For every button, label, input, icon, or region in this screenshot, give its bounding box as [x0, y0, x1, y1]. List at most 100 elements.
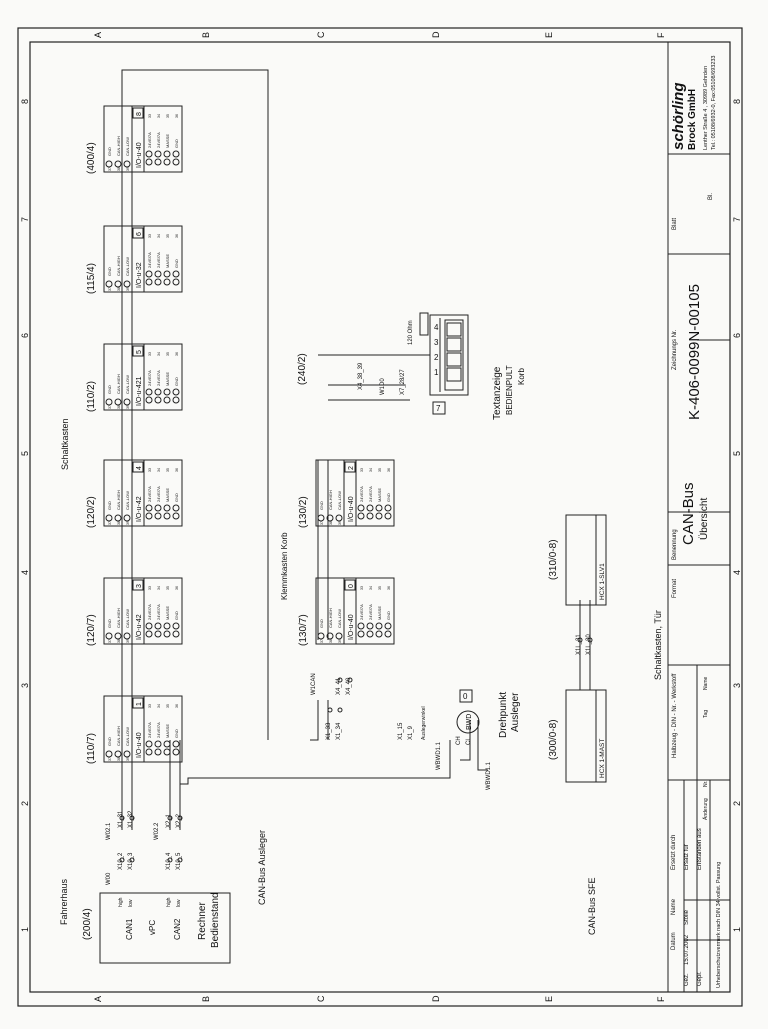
- io-module-pin-number: 38: [117, 287, 121, 291]
- wire-terminal: [327, 707, 333, 713]
- wire-x10-3: X10_3: [128, 852, 134, 870]
- io-module-pin-label: CAN-HIGH: [116, 726, 121, 746]
- pin-2: 2: [434, 353, 439, 362]
- textanzeige-label: Textanzeige: [492, 366, 503, 420]
- io-module-pin-number: 33: [148, 234, 152, 238]
- frame-row-mark: B: [201, 996, 211, 1002]
- wire-x1l-30: X1L_30: [586, 634, 592, 655]
- company-address-1: Lenther Straße 4 , 30989 Gehrden: [703, 66, 709, 150]
- wire-x1-31: X1_31: [118, 810, 124, 828]
- io-module-pin-label: CAN-LOW: [125, 137, 130, 156]
- wire-terminal: [177, 815, 183, 821]
- io-module-pin-number: 38: [117, 167, 121, 171]
- frame-col-mark: 7: [732, 217, 742, 222]
- io-module-name: I/O-u-42: [136, 496, 143, 522]
- io-module-pin-number: 38: [117, 405, 121, 409]
- io-module-pin-number: 38: [117, 757, 121, 761]
- frame-col-mark: 6: [732, 333, 742, 338]
- io-module-id: (400/4): [86, 142, 97, 174]
- io-module-pin-label: MASSE: [377, 606, 382, 620]
- io-module-pin-label: MASSE: [165, 488, 170, 502]
- io-module-pin-number: 39: [338, 521, 342, 525]
- frame-col-mark: 8: [20, 99, 30, 104]
- bwd-label: BWD: [466, 714, 473, 730]
- io-module-id: (130/2): [298, 496, 309, 528]
- io-module-pin-label: 24VE/7A: [147, 604, 152, 620]
- io-module-pin-label: CAN-LOW: [125, 609, 130, 628]
- io-module-pin-label: GND: [319, 501, 324, 510]
- io-module-pin-label: CAN-HIGH: [328, 490, 333, 510]
- drawing-subtitle: Übersicht: [698, 498, 710, 540]
- frame-row-mark: E: [544, 996, 554, 1002]
- gez-label: Gez.: [684, 973, 690, 986]
- wire-x4-41: X4_41: [336, 677, 342, 695]
- io-module-id: (110/2): [86, 381, 97, 412]
- io-module-pin-label: CAN-HIGH: [116, 374, 121, 394]
- io-module-pin-label: CAN-LOW: [337, 609, 342, 628]
- io-module-pin-number: 38: [329, 639, 333, 643]
- wire-x1-15: X1_15: [398, 722, 404, 740]
- company-name: schörling: [670, 82, 687, 150]
- io-module-pin-number: 37: [320, 639, 324, 643]
- frame-col-mark: 5: [20, 451, 30, 456]
- can1-high: high: [118, 897, 124, 907]
- aenderung-name: Name: [703, 676, 709, 690]
- io-module-pin-label: 24VE/7A: [156, 486, 161, 502]
- wire-terminal: [167, 815, 173, 821]
- aenderung-nr: Nr.: [703, 781, 709, 787]
- frame-col-mark: 2: [20, 801, 30, 806]
- can2-high: high: [166, 897, 172, 907]
- io-module-pin-number: 36: [175, 352, 179, 356]
- io-module-number: 8: [136, 112, 143, 116]
- ersetzt-durch: Ersetzt durch: [671, 835, 677, 870]
- can2-low: low: [176, 899, 182, 907]
- wire-x1-33: X1_33: [326, 722, 332, 740]
- io-module-pin-number: 33: [148, 704, 152, 708]
- io-module-id: (130/7): [298, 614, 309, 646]
- wire-x1-34: X1_34: [336, 722, 342, 740]
- io-module: (110/2)GND37CAN-HIGH38CAN-LOW39I/O-u-421…: [86, 343, 183, 412]
- bwd-num: 0: [463, 692, 468, 701]
- io-module-pin-label: MASSE: [165, 606, 170, 620]
- company-address-2: Tel.: 05108/6932-0, Fax:05108/693233: [711, 56, 717, 151]
- wire-w00: W00: [106, 872, 112, 885]
- norm-note: Urheberschutzvermerk nach DIN 34 vollst.…: [716, 862, 722, 988]
- io-module-pin-label: 24VE/7A: [156, 370, 161, 386]
- frame-row-mark: D: [431, 31, 441, 38]
- frame-col-mark: 3: [732, 683, 742, 688]
- io-module-pin-number: 38: [117, 521, 121, 525]
- frame-row-mark: F: [656, 996, 666, 1002]
- frame-row-mark: F: [656, 32, 666, 38]
- wire-x10-2: X10_2: [118, 852, 124, 870]
- company-name-2: Brock GmbH: [687, 89, 698, 150]
- io-module-pin-number: 33: [360, 468, 364, 472]
- io-module-id: (115/4): [86, 263, 97, 294]
- io-module-pin-label: GND: [319, 619, 324, 628]
- io-module-number: 4: [136, 466, 143, 470]
- wire-x4-38-39: X4_38_39: [358, 362, 364, 390]
- io-module-pin-label: CAN-HIGH: [116, 608, 121, 628]
- can1-label: CAN1: [125, 918, 134, 940]
- hcx-mast-label: HCX 1-MAST: [599, 739, 606, 778]
- gez-name: Stolle: [684, 909, 690, 925]
- io-module-pin-label: 24VE/7A: [147, 370, 152, 386]
- io-module-pin-number: 36: [175, 704, 179, 708]
- io-module-pin-label: 24VE/7A: [147, 132, 152, 148]
- frame-col-mark: 2: [732, 801, 742, 806]
- io-module-pin-label: CAN-HIGH: [116, 490, 121, 510]
- io-module-name: I/O-u-32: [136, 262, 143, 288]
- io-module-pin-number: 38: [329, 521, 333, 525]
- io-module-pin-label: 24VE/7A: [147, 486, 152, 502]
- io-module-id: (120/2): [86, 496, 97, 528]
- io-module-name: I/O-u-421: [136, 376, 143, 406]
- frame-row-mark: A: [93, 996, 103, 1002]
- schaltkasten-label: Schaltkasten: [60, 418, 70, 470]
- io-module-pin-label: CAN-HIGH: [328, 608, 333, 628]
- io-module-pin-label: 24VE/7A: [359, 486, 364, 502]
- io-module-pin-label: CAN-LOW: [125, 727, 130, 746]
- pin-4: 4: [434, 323, 439, 332]
- resistor-label: 120 Ohm: [408, 320, 414, 345]
- io-module-pin-number: 34: [157, 352, 161, 356]
- wire-x1-9: X1_9: [408, 725, 414, 740]
